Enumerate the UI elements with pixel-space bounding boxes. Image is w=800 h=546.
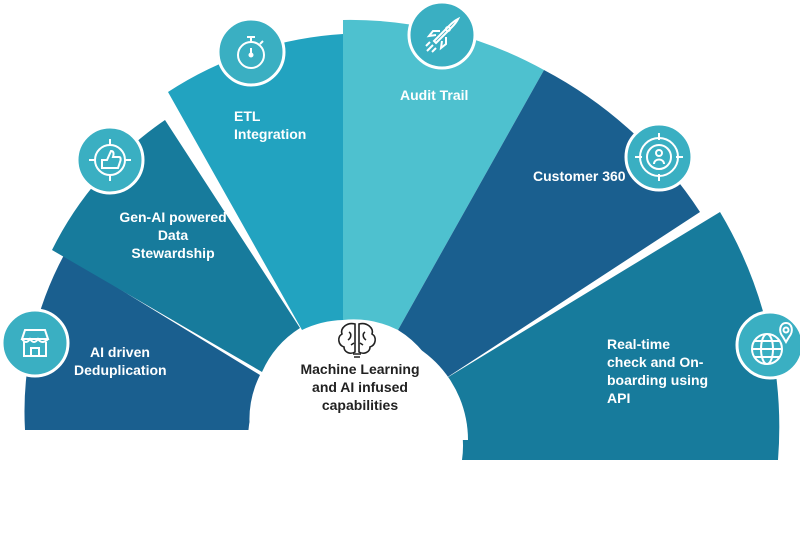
label-etl: ETL Integration (234, 107, 306, 143)
segment-realtime (440, 212, 780, 460)
label-audit-line-1: Audit Trail (400, 87, 469, 103)
label-etl-line-2: Integration (234, 126, 307, 142)
label-stewardship: Gen-AI powered Data Stewardship (108, 208, 238, 262)
globe-pin-icon (735, 310, 800, 380)
label-etl-line-1: ETL (234, 108, 261, 124)
label-realtime-line-1: Real-time (607, 336, 671, 352)
label-customer-line-1: Customer 360 (533, 168, 626, 184)
target-person-icon (624, 122, 694, 192)
label-stewardship-line-2: Data (157, 227, 189, 243)
thumbs-up-target-icon (75, 125, 145, 195)
center-label-line-3: capabilities (321, 397, 399, 413)
segment-customer (398, 70, 700, 382)
stopwatch-icon (216, 17, 286, 87)
rocket-icon (407, 0, 477, 70)
segment-dedup (24, 255, 260, 430)
label-realtime-line-3: boarding using (607, 372, 709, 388)
center-label-line-1: Machine Learning (300, 361, 420, 377)
center-disc (248, 330, 468, 440)
center-label: Machine Learning and AI infused capabili… (282, 360, 438, 414)
label-audit: Audit Trail (400, 86, 468, 104)
store-icon (0, 308, 70, 378)
label-customer: Customer 360 (533, 167, 626, 185)
label-stewardship-line-1: Gen-AI powered (119, 209, 227, 225)
brain-icon (338, 322, 376, 358)
center-label-line-2: and AI infused (312, 379, 408, 395)
label-realtime: Real-time check and On- boarding using A… (607, 335, 708, 407)
label-dedup: AI driven Deduplication (74, 343, 167, 379)
label-realtime-line-2: check and On- (607, 354, 704, 370)
label-stewardship-line-3: Stewardship (131, 245, 215, 261)
segment-audit (343, 19, 544, 331)
label-realtime-line-4: API (607, 390, 631, 406)
label-dedup-line-2: Deduplication (74, 362, 167, 378)
label-dedup-line-1: AI driven (90, 344, 150, 360)
segment-etl (168, 34, 343, 330)
